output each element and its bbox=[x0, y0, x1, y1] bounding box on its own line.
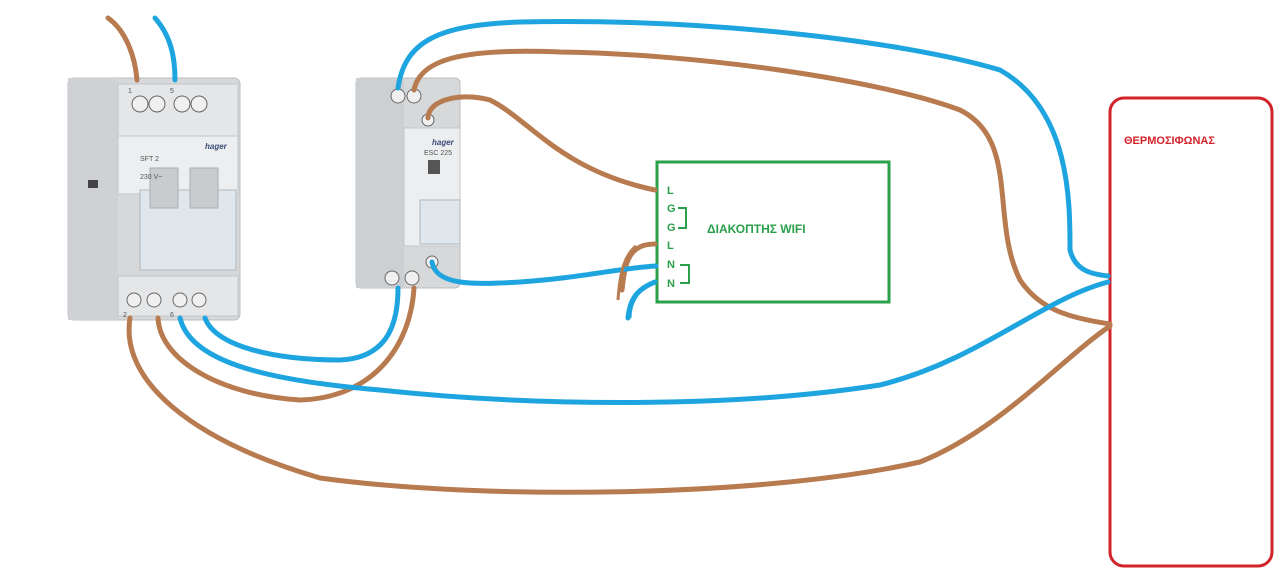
g-bridge-bracket bbox=[678, 207, 687, 229]
contactor-model-label: ESC 225 bbox=[424, 150, 453, 157]
wifi-terminal-l: L bbox=[667, 185, 674, 197]
live-wire-supply bbox=[105, 15, 140, 83]
contactor-screw bbox=[404, 270, 420, 286]
breaker-screw bbox=[131, 95, 149, 113]
breaker-terminal-top-1: 1 bbox=[128, 88, 132, 95]
breaker-screw bbox=[190, 95, 208, 113]
live-wires bbox=[105, 15, 1113, 495]
neutral-wire-wifi-n-in bbox=[625, 279, 658, 321]
neutral-wire-breaker-to-heater bbox=[177, 279, 1111, 405]
wifi-switch-title: ΔΙΑΚΟΠΤΗΣ WIFI bbox=[707, 222, 806, 236]
neutral-wire-supply bbox=[152, 15, 178, 83]
wifi-terminal-g: G bbox=[667, 203, 676, 215]
breaker-screw bbox=[191, 292, 207, 308]
live-wire-contactor-to-heater bbox=[411, 48, 1113, 327]
contactor bbox=[355, 77, 461, 289]
neutral-wire-stub bbox=[628, 284, 649, 319]
live-wire-breaker-to-heater bbox=[126, 315, 1113, 495]
live-wire-stub bbox=[616, 244, 638, 301]
breaker-screw bbox=[126, 292, 142, 308]
wifi-terminal-l: L bbox=[667, 240, 674, 252]
breaker-brand-label: hager bbox=[205, 142, 227, 151]
breaker-screw bbox=[172, 292, 188, 308]
contactor-screw bbox=[390, 88, 406, 104]
water-heater-box bbox=[1108, 96, 1274, 568]
neutral-wire-contactor-to-heater bbox=[395, 19, 1111, 279]
contactor-brand-label: hager bbox=[432, 138, 454, 147]
breaker-terminal-bottom-2: 2 bbox=[123, 312, 127, 319]
water-heater-title: ΘΕΡΜΟΣΙΦΩΝΑΣ bbox=[1124, 135, 1215, 147]
breaker-model-label: SFT 2 bbox=[140, 156, 159, 163]
live-wire-breaker-to-contactor bbox=[155, 285, 417, 403]
wifi-terminal-g: G bbox=[667, 222, 676, 234]
breaker-terminal-bottom-6: 6 bbox=[170, 312, 174, 319]
breaker-rating-label: 230 V~ bbox=[140, 174, 163, 181]
wifi-terminal-n: N bbox=[667, 259, 675, 271]
n-bridge-bracket bbox=[680, 264, 690, 284]
neutral-wire-breaker-to-contactor bbox=[202, 285, 401, 363]
breaker-terminal-top-5: 5 bbox=[170, 88, 174, 95]
circuit-breaker bbox=[67, 77, 241, 321]
breaker-screw bbox=[173, 95, 191, 113]
wifi-terminal-n: N bbox=[667, 278, 675, 290]
neutral-wires bbox=[152, 15, 1111, 405]
wifi-switch-box bbox=[655, 160, 891, 304]
breaker-screw bbox=[146, 292, 162, 308]
live-wire-wifi-l-in bbox=[619, 241, 658, 293]
live-wire-contactor-to-wifi bbox=[425, 94, 658, 193]
contactor-screw bbox=[384, 270, 400, 286]
breaker-screw bbox=[148, 95, 166, 113]
